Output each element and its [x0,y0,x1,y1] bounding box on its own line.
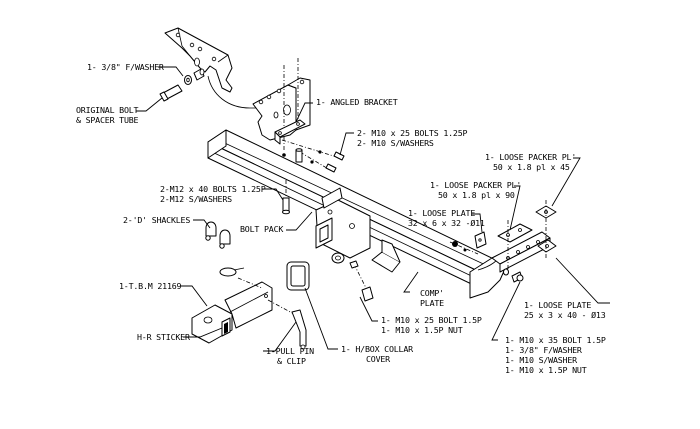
label-m10-35-1: 1- M10 x 35 BOLT 1.5P [505,335,606,345]
m12-bolt [282,180,290,215]
label-comp-plate-1: COMP' [420,288,444,298]
label-pull-pin-2: & CLIP [277,356,306,366]
right-mounting-bracket [491,200,557,273]
label-flat-washer: 1- 3/8" F/WASHER [87,62,164,72]
label-m10-single-1: 1- M10 x 25 BOLT 1.5P [381,315,482,325]
tow-ball-mount [191,281,273,344]
original-bolt-and-spacer [159,68,205,102]
label-hbox-cover-1: 1- H/BOX COLLAR [341,344,413,354]
label-tbm: 1-T.B.M 21169 [119,281,182,291]
m10-bolts-hardware [281,139,345,173]
original-chassis-bracket [164,27,233,93]
label-loose-plate-25-2: 25 x 3 x 40 - Ø13 [524,310,606,320]
leader-lines [136,66,610,352]
label-m10-bolts-2: 2- M10 S/WASHERS [357,138,434,148]
hbox-collar-cover [286,261,310,291]
bracket-connector-line [207,75,265,109]
label-m10-single-2: 1- M10 x 1.5P NUT [381,325,463,335]
angled-bracket [274,119,306,145]
label-loose-plate-32-2: 32 x 6 x 32 -Ø11 [408,218,485,228]
label-packer-90-2: 50 x 1.8 pl x 90 [438,190,515,200]
label-packer-45-1: 1- LOOSE PACKER PL' [485,152,576,162]
hitch-receiver [315,187,371,264]
label-m10-35-4: 1- M10 x 1.5P NUT [505,365,587,375]
chassis-bracket-pair [252,58,311,150]
label-m10-35-2: 1- 3/8" F/WASHER [505,345,582,355]
label-original-bolt-1: ORIGINAL BOLT [76,105,139,115]
pull-pin-and-clip [219,267,307,350]
label-m12-bolts-1: 2-M12 x 40 BOLTS 1.25P [160,184,266,194]
label-m10-bolts-1: 2- M10 x 25 BOLTS 1.25P [357,128,467,138]
label-bolt-pack: BOLT PACK [240,224,283,234]
label-hr-sticker: H-R STICKER [137,332,190,342]
loose-plate-32 [449,231,487,255]
m10-35-bolt-hardware [503,268,524,283]
label-loose-plate-32-1: 1- LOOSE PLATE [408,208,475,218]
label-original-bolt-2: & SPACER TUBE [76,115,139,125]
label-pull-pin-1: 1-PULL PIN [266,346,314,356]
m10-25-bolt-single [349,260,374,302]
comp-plate [371,239,401,273]
label-m12-bolts-2: 2-M12 S/WASHERS [160,194,232,204]
label-loose-plate-25-1: 1- LOOSE PLATE [524,300,591,310]
label-m10-35-3: 1- M10 S/WASHER [505,355,577,365]
d-shackles [205,221,231,249]
label-shackles: 2-'D' SHACKLES [123,215,190,225]
label-hbox-cover-2: COVER [366,354,390,364]
label-angled-bracket: 1- ANGLED BRACKET [316,97,398,107]
label-packer-90-1: 1- LOOSE PACKER PL' [430,180,521,190]
label-packer-45-2: 50 x 1.8 pl x 45 [493,162,570,172]
label-comp-plate-2: PLATE [420,298,444,308]
